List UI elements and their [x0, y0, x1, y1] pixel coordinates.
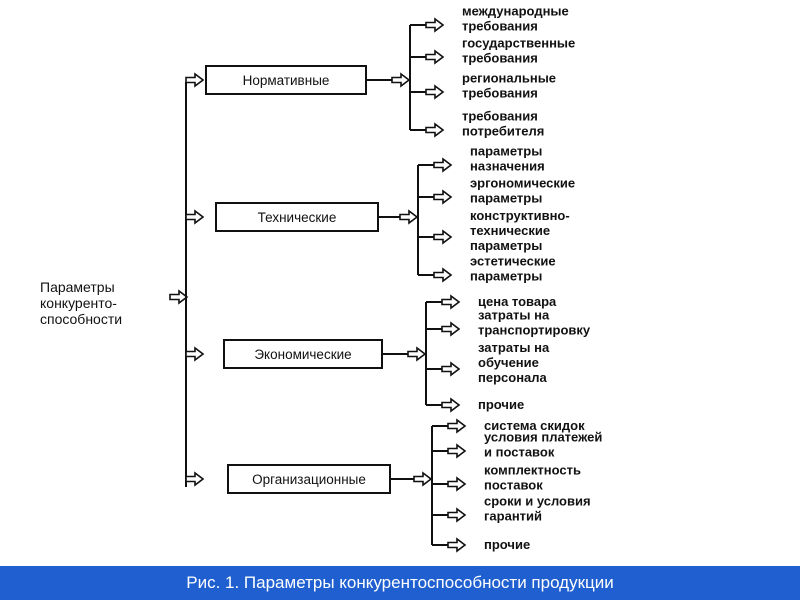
category-arrow-icon [185, 346, 205, 362]
leaf-label: комплектность [484, 463, 581, 478]
leaf-arrow-icon [441, 321, 461, 337]
leaf-label: эстетические [470, 254, 556, 269]
leaf-arrow-icon [441, 294, 461, 310]
root-label: Параметры [40, 279, 115, 295]
leaf-label: затраты на [478, 308, 550, 323]
category-label: Организационные [252, 472, 366, 487]
leaf-arrow-icon [425, 17, 445, 33]
leaf-label: условия платежей [484, 430, 602, 445]
category-label: Технические [258, 210, 337, 225]
figure-caption: Рис. 1. Параметры конкурентоспособности … [186, 573, 614, 592]
leaf-label: назначения [470, 159, 545, 174]
leaf-arrow-icon [425, 49, 445, 65]
leaf-label: и поставок [484, 445, 555, 460]
category-out-arrow-icon [413, 471, 433, 487]
leaf-arrow-icon [433, 267, 453, 283]
category-out-arrow-icon [407, 346, 427, 362]
caption-bar: Рис. 1. Параметры конкурентоспособности … [0, 566, 800, 600]
leaf-arrow-icon [441, 361, 461, 377]
leaf-arrow-icon [433, 157, 453, 173]
leaf-label: сроки и условия [484, 494, 591, 509]
leaf-arrow-icon [447, 418, 467, 434]
leaf-arrow-icon [433, 189, 453, 205]
leaf-label: международные [462, 4, 569, 19]
category-label: Экономические [254, 347, 351, 362]
leaf-label: региональные [462, 71, 556, 86]
leaf-label: цена товара [478, 294, 557, 309]
category-arrow-icon [185, 72, 205, 88]
leaf-arrow-icon [447, 507, 467, 523]
category-box [215, 202, 379, 232]
leaf-arrow-icon [433, 229, 453, 245]
leaf-label: требования [462, 109, 538, 124]
leaf-arrow-icon [447, 476, 467, 492]
leaf-label: параметры [470, 191, 542, 206]
leaf-label: система скидок [484, 418, 585, 433]
leaf-arrow-icon [425, 122, 445, 138]
root-label: способности [40, 311, 122, 327]
leaf-label: требования [462, 51, 538, 66]
leaf-label: технические [470, 223, 550, 238]
leaf-label: прочие [478, 397, 524, 412]
leaf-label: затраты на [478, 340, 550, 355]
leaf-label: конструктивно- [470, 208, 570, 223]
category-out-arrow-icon [399, 209, 419, 225]
leaf-label: государственные [462, 36, 575, 51]
root-arrow-icon [169, 289, 189, 305]
leaf-label: прочие [484, 537, 530, 552]
leaf-label: потребителя [462, 124, 544, 139]
leaf-label: обучение [478, 355, 539, 370]
leaf-label: требования [462, 19, 538, 34]
leaf-arrow-icon [425, 84, 445, 100]
leaf-label: эргономические [470, 176, 575, 191]
leaf-label: параметры [470, 144, 542, 159]
leaf-label: транспортировку [478, 323, 591, 338]
leaf-arrow-icon [441, 397, 461, 413]
leaf-label: гарантий [484, 509, 542, 524]
leaf-label: параметры [470, 269, 542, 284]
leaf-label: персонала [478, 370, 548, 385]
leaf-label: требования [462, 86, 538, 101]
leaf-label: поставок [484, 478, 543, 493]
leaf-arrow-icon [447, 537, 467, 553]
category-box [223, 339, 383, 369]
leaf-arrow-icon [447, 443, 467, 459]
category-out-arrow-icon [391, 72, 411, 88]
category-arrow-icon [185, 209, 205, 225]
category-label: Нормативные [243, 73, 330, 88]
root-label: конкуренто- [40, 295, 117, 311]
category-arrow-icon [185, 471, 205, 487]
leaf-label: параметры [470, 238, 542, 253]
category-box [227, 464, 391, 494]
